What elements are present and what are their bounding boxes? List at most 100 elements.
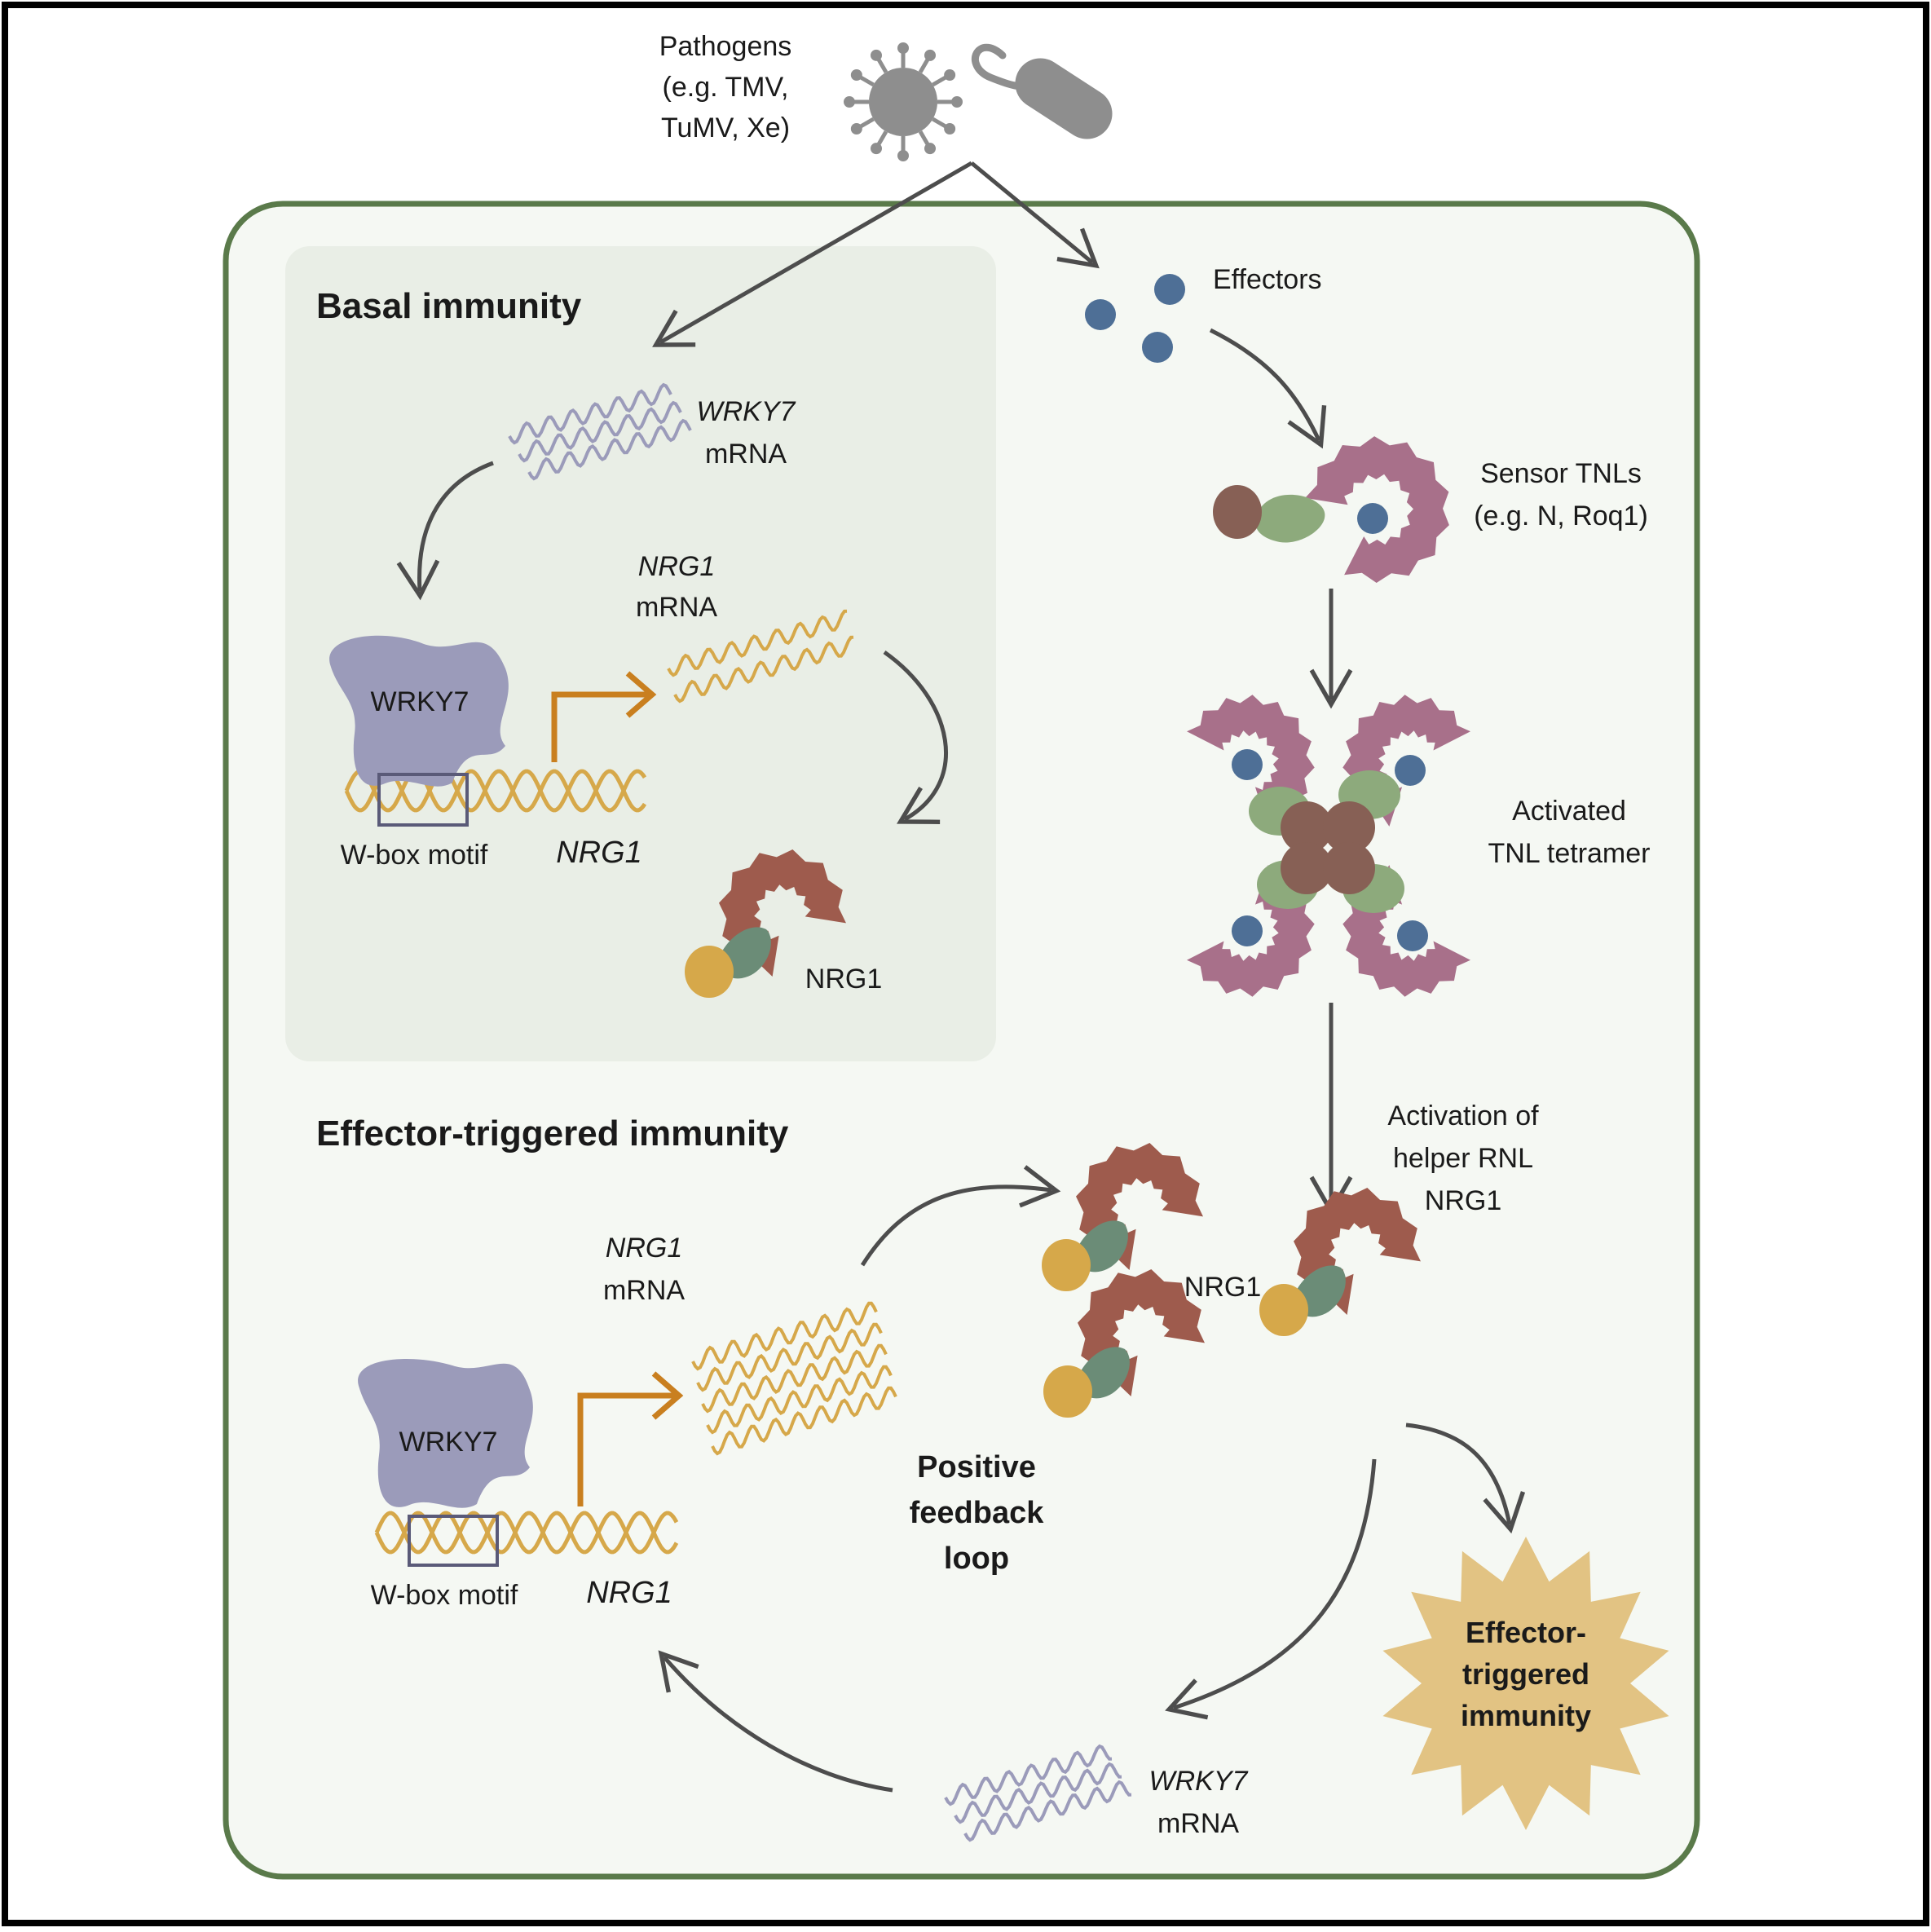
- pathogens-examples-2: TuMV, Xe): [661, 112, 790, 143]
- burst-label-2: triggered: [1462, 1657, 1589, 1691]
- mrna-strand: [963, 1780, 1132, 1842]
- nrg1-protein: [1259, 1188, 1421, 1336]
- effectors-group: Effectors: [1085, 264, 1322, 363]
- helper-label-3: NRG1: [1425, 1185, 1501, 1216]
- effector-dot: [1142, 332, 1173, 363]
- eti-wrky7-mrna-word: mRNA: [1157, 1808, 1239, 1839]
- helper-label-2: helper RNL: [1393, 1143, 1533, 1174]
- effectors-label: Effectors: [1213, 264, 1322, 295]
- mrna-strand: [527, 418, 692, 481]
- loop-label-1: Positive: [917, 1450, 1036, 1484]
- basal-wrky7-mrna-name: WRKY7: [697, 396, 796, 427]
- effector-dot: [1154, 274, 1185, 305]
- nrg1-protein: [1043, 1269, 1205, 1418]
- tir-domain: [1213, 485, 1262, 539]
- nrg1-protein-basal: [685, 849, 846, 998]
- pathogens-group: Pathogens (e.g. TMV, TuMV, Xe): [659, 31, 1113, 161]
- mrna-strand: [701, 1343, 888, 1414]
- basal-immunity-title: Basal immunity: [316, 286, 582, 326]
- bacterium-icon: [972, 43, 1113, 139]
- arrow-nrg1-mrna-to-protein: [883, 650, 948, 824]
- eti-burst: Effector- triggered immunity: [1382, 1537, 1669, 1830]
- tetramer-label-1: Activated: [1512, 796, 1626, 827]
- tir-domain: [1281, 801, 1333, 854]
- pathogens-examples-1: (e.g. TMV,: [663, 72, 789, 103]
- mrna-strand: [954, 1762, 1122, 1824]
- arrow-pathogen-to-wrky7: [652, 161, 973, 347]
- nrg1-protein: [1042, 1143, 1203, 1291]
- eti-wbox-label: W-box motif: [371, 1580, 518, 1611]
- bound-effector: [1395, 755, 1426, 786]
- eti-promoter-arrowhead: [651, 1371, 684, 1420]
- loop-label-2: feedback: [910, 1496, 1045, 1530]
- cc-domain: [1043, 1365, 1092, 1418]
- tir-domain: [1323, 842, 1375, 894]
- wrky7-mrna-basal: [508, 382, 692, 481]
- eti-wrky7-protein-label: WRKY7: [399, 1427, 498, 1458]
- tir-domain: [1281, 842, 1333, 894]
- pathogens-label: Pathogens: [659, 31, 792, 62]
- eti-promoter-line: [577, 1392, 677, 1506]
- dna-strand: [374, 1511, 679, 1555]
- mrna-strand: [508, 382, 672, 445]
- basal-nrg1-mrna-name: NRG1: [638, 551, 715, 582]
- burst-label-3: immunity: [1461, 1699, 1591, 1732]
- wrky7-protein-eti: WRKY7: [358, 1359, 533, 1508]
- basal-wrky7-mrna-word: mRNA: [705, 439, 787, 470]
- nbs-domain: [1255, 494, 1325, 543]
- mrna-strand: [673, 635, 854, 704]
- eti-nrg1-gene-label: NRG1: [586, 1576, 672, 1610]
- dna-strand: [344, 769, 647, 813]
- loop-label-3: loop: [944, 1542, 1009, 1576]
- eti-nrg1-mrna-word: mRNA: [603, 1275, 685, 1306]
- nrg1-mrna-basal: [667, 609, 854, 704]
- bound-effector: [1232, 749, 1263, 780]
- mrna-strand: [691, 1301, 878, 1371]
- sensor-label: Sensor TNLs: [1480, 458, 1642, 489]
- bound-effector: [1397, 920, 1428, 951]
- burst-label-1: Effector-: [1466, 1616, 1586, 1649]
- arrow-nrg1-mrna-to-nrg1-eti: [860, 1165, 1061, 1267]
- arrow-wrky7-mrna-to-gene: [658, 1650, 893, 1793]
- arrow-effectors-to-sensor: [1209, 328, 1327, 449]
- mrna-strand: [944, 1744, 1113, 1806]
- lrr-domain: [1305, 436, 1449, 583]
- mrna-strand: [696, 1322, 883, 1392]
- wrky7-protein-basal: WRKY7: [329, 635, 509, 787]
- tnl-tetramer: [1187, 695, 1470, 997]
- nrg1-proteins-eti: [1042, 1143, 1421, 1418]
- basal-wbox-label: W-box motif: [341, 840, 488, 871]
- cc-domain: [1042, 1239, 1091, 1291]
- tir-domain: [1323, 801, 1375, 854]
- cc-domain: [1259, 1284, 1308, 1336]
- arrow-nrg1-to-eti: [1405, 1423, 1526, 1534]
- basal-wbox-bracket: [377, 773, 469, 827]
- bound-effector: [1357, 503, 1388, 534]
- bound-effector: [1232, 915, 1263, 946]
- sensor-examples: (e.g. N, Roq1): [1474, 501, 1648, 532]
- mrna-strand: [711, 1386, 897, 1456]
- nrg1-mrna-eti: [691, 1301, 897, 1456]
- mrna-strand: [667, 609, 848, 677]
- arrow-pathogen-to-effectors: [970, 161, 1100, 269]
- sensor-tnl: [1213, 436, 1449, 583]
- cc-domain: [685, 946, 734, 998]
- eti-title: Effector-triggered immunity: [316, 1114, 789, 1153]
- basal-nrg1-protein-label: NRG1: [805, 964, 882, 995]
- virus-icon: [844, 42, 963, 161]
- wrky7-mrna-eti: [944, 1744, 1132, 1842]
- nrg1-protein: [685, 849, 846, 998]
- basal-wrky7-protein-label: WRKY7: [371, 686, 470, 717]
- mrna-strand: [706, 1365, 893, 1435]
- eti-nrg1-mrna-name: NRG1: [606, 1233, 682, 1264]
- basal-nrg1-mrna-word: mRNA: [636, 592, 717, 623]
- basal-promoter-line: [551, 691, 648, 762]
- eti-wrky7-mrna-name: WRKY7: [1149, 1766, 1249, 1797]
- effector-dot: [1085, 299, 1116, 330]
- mrna-strand: [518, 400, 682, 463]
- basal-nrg1-gene-label: NRG1: [556, 836, 642, 870]
- helper-label-1: Activation of: [1387, 1101, 1539, 1131]
- arrow-wrky7-mrna-to-protein: [396, 461, 494, 601]
